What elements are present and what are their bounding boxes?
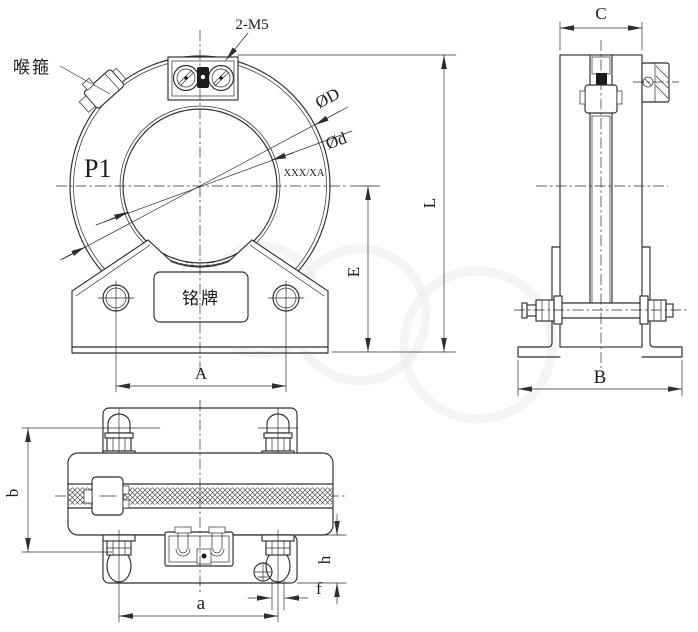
hose-clamp-callout: 喉箍 [13, 58, 111, 95]
nameplate-label: 铭牌 [182, 289, 220, 308]
front-centerlines [56, 30, 346, 374]
dim-b-upper-label: B [594, 367, 607, 388]
bottom-terminal-block [164, 526, 234, 567]
bottom-buckle [83, 476, 130, 516]
cross-bolt [514, 295, 688, 325]
hose-clamp-label: 喉箍 [13, 58, 51, 77]
dim-b-lower-label: b [3, 489, 22, 498]
dim-a-lower-label: a [197, 593, 206, 614]
dim-h-label: h [315, 555, 334, 564]
terminal-screws-callout: 2-M5 [225, 17, 269, 61]
side-feet [517, 246, 683, 358]
hose-clamp-buckle [78, 67, 127, 113]
dim-f-label: f [316, 579, 322, 598]
ground-icon [253, 562, 273, 582]
terminal-screws-label: 2-M5 [235, 17, 268, 33]
dim-outer-diameter-label: ØD [312, 84, 343, 112]
bottom-terminal-left [174, 526, 192, 557]
dim-center-height-E: E [331, 185, 457, 353]
terminal-screws-leader [225, 32, 249, 61]
terminal-screw-right [207, 64, 235, 92]
dim-hole-spacing-A: A [115, 364, 287, 389]
hose-clamp-leader [59, 65, 111, 95]
mounting-hole-left [97, 280, 135, 393]
dim-e-label: E [344, 267, 363, 277]
dim-l-label: L [420, 198, 439, 208]
terminal-screw-left [172, 64, 200, 92]
dim-a-upper-label: A [195, 364, 208, 383]
nameplate: 铭牌 [153, 271, 249, 323]
dim-base-width-B: B [517, 359, 683, 397]
dim-inner-diameter-label: Ød [323, 128, 349, 153]
dim-hole-spacing-a: a [118, 593, 279, 619]
mounting-hole-right [267, 280, 305, 393]
dim-bolt-row-spacing-b: b [3, 427, 113, 553]
dim-depth-C: C [559, 4, 643, 51]
dim-c-label: C [595, 4, 606, 23]
side-terminal-block [633, 62, 679, 103]
front-view: ØD Ød 铭牌 [13, 17, 457, 393]
terminal-block [167, 56, 239, 101]
dim-plate-offset-h: h [296, 513, 347, 605]
bottom-terminal-right [208, 526, 226, 557]
dim-overall-height-L: L [237, 54, 457, 353]
side-view: C B [514, 4, 688, 397]
p1-terminal-label: P1 [84, 154, 111, 183]
bottom-view: b a f h [3, 400, 347, 623]
bottom-bolt-left [102, 529, 136, 623]
rating-label: XXX/XA [284, 168, 325, 179]
dim-screw-diameter-f: f [247, 579, 322, 601]
bottom-band [67, 483, 334, 509]
bottom-bolt-right [261, 529, 295, 623]
